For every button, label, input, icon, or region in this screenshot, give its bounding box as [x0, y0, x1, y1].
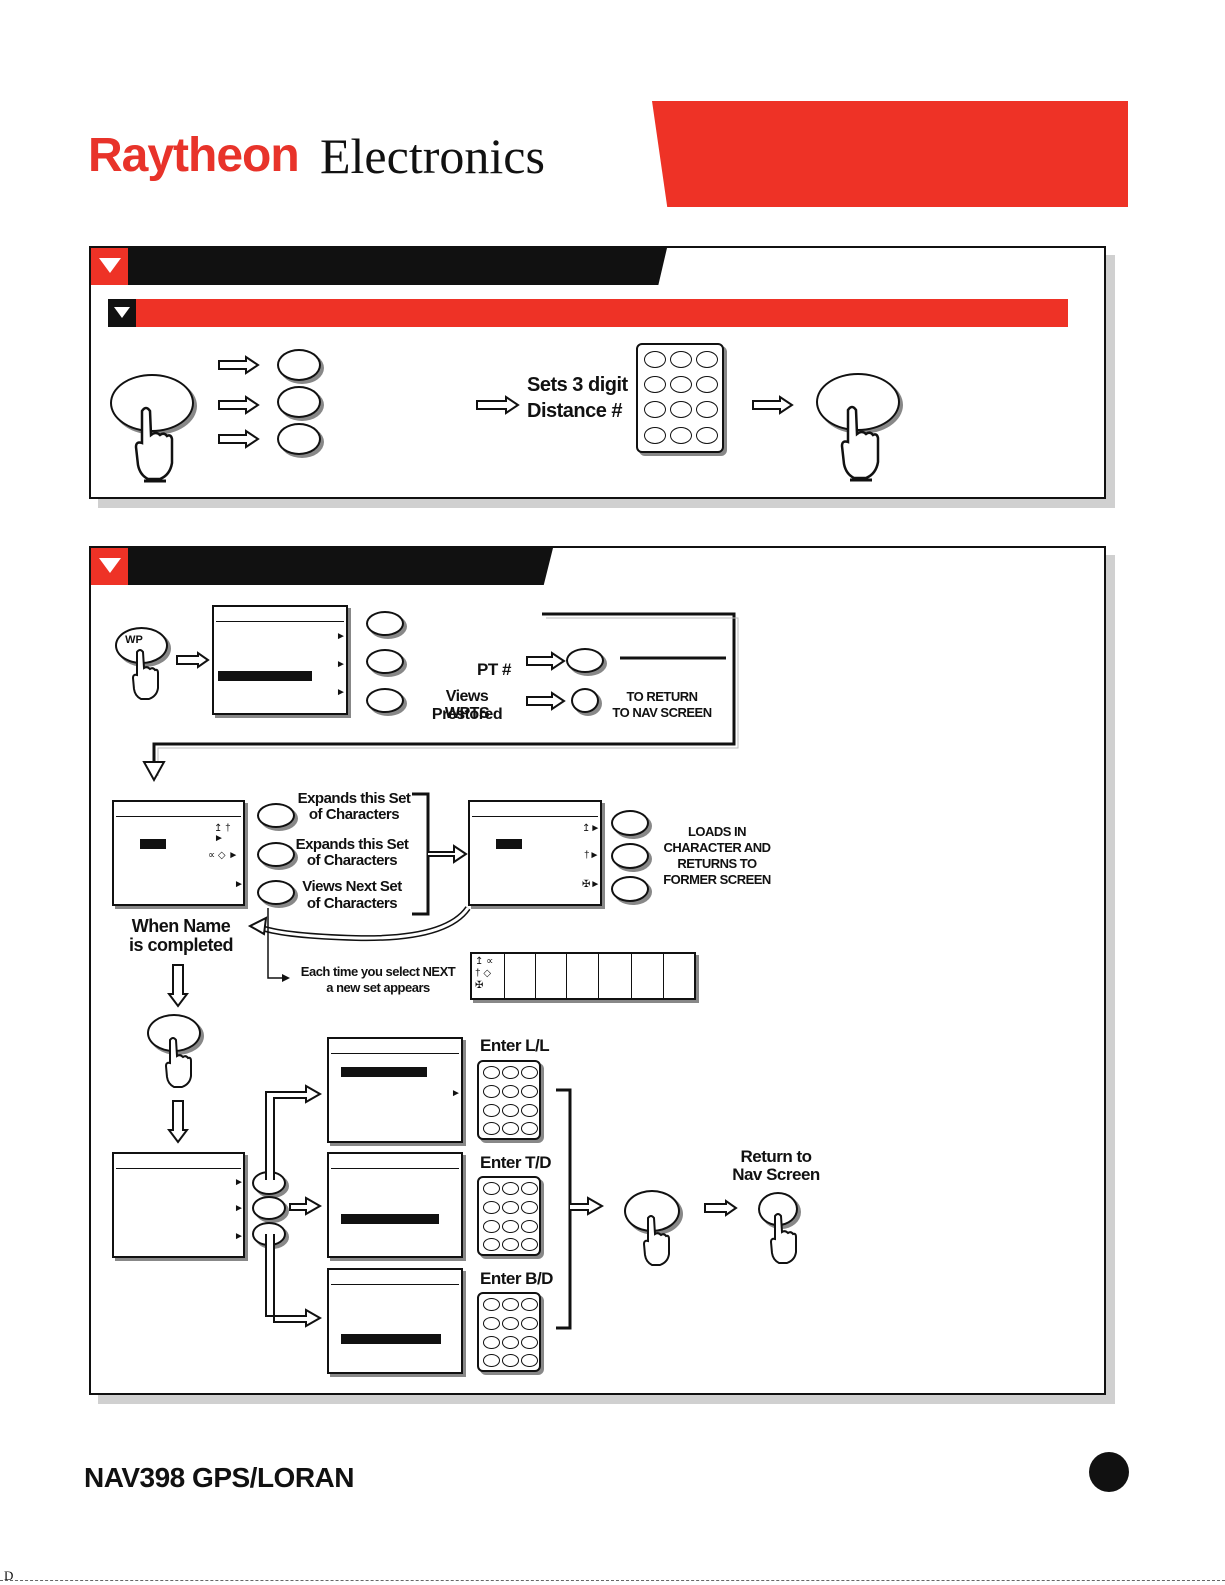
- each-time-line1: Each time you select NEXT: [300, 964, 456, 979]
- brand-logo-raytheon: Raytheon: [88, 129, 300, 182]
- flow-connector: [556, 1088, 605, 1330]
- curved-return-arrow: [247, 906, 471, 942]
- views-prestored-line1: Views Prestored: [431, 688, 503, 723]
- pointing-hand-icon: [164, 1037, 192, 1088]
- nav-key[interactable]: [758, 1192, 798, 1226]
- distance-label-line1: Sets 3 digit: [527, 374, 628, 396]
- soft-key-a[interactable]: [366, 611, 404, 636]
- expands2-line2: of Characters: [306, 852, 398, 869]
- flow-connector: [265, 1084, 323, 1328]
- enter-td-label: Enter T/D: [480, 1153, 552, 1172]
- soft-key-1[interactable]: [277, 349, 321, 381]
- corner-letter: D: [4, 1568, 14, 1583]
- section1-subtitle-bar: [108, 299, 1068, 327]
- arrow-right-icon: [704, 1199, 738, 1217]
- views-next-line1: Views Next Set: [302, 878, 402, 895]
- flow-connector: [267, 908, 290, 982]
- to-return-line1: TO RETURN: [626, 689, 698, 704]
- each-time-line2: a new set appears: [326, 980, 430, 995]
- arrow-right-icon: [176, 651, 210, 669]
- char-next-key[interactable]: [257, 880, 295, 905]
- menu-key-left[interactable]: [110, 374, 194, 432]
- numeric-keypad[interactable]: [477, 1060, 541, 1140]
- when-name-line1: When Name: [131, 916, 231, 936]
- pt-key[interactable]: [566, 648, 604, 673]
- arrow-down-icon: [167, 1100, 189, 1144]
- section2-title-bar: [91, 548, 553, 585]
- enter-ll-label: Enter L/L: [480, 1036, 550, 1055]
- section1-title-bar: [91, 248, 667, 285]
- position-type-screen: ► ► ►: [112, 1152, 245, 1258]
- arrow-right-icon: [526, 691, 566, 711]
- views-prestored-key[interactable]: [571, 688, 599, 713]
- arrow-down-icon: [167, 964, 189, 1008]
- numeric-keypad[interactable]: [477, 1292, 541, 1372]
- character-entry-screen: ↥ † ► ∝ ◇ ► ►: [112, 800, 245, 906]
- bottom-rule: [0, 1580, 1225, 1581]
- pt-number-label: PT #: [477, 660, 511, 679]
- loads-line3: RETURNS TO: [677, 856, 757, 871]
- return-nav-line1: Return to: [740, 1147, 812, 1166]
- section2-triangle-icon: [91, 548, 128, 585]
- arrow-right-icon: [476, 395, 520, 415]
- soft-key-c[interactable]: [366, 688, 404, 713]
- pointing-hand-icon: [840, 405, 880, 482]
- pointing-hand-icon: [134, 406, 174, 483]
- pointing-hand-icon: [131, 649, 159, 700]
- char-soft-key-2[interactable]: [257, 842, 295, 867]
- wp-key-label: WP: [125, 634, 143, 646]
- section1-triangle-icon: [91, 248, 128, 285]
- loads-line1: LOADS IN: [687, 824, 747, 839]
- arrow-right-icon: [218, 429, 260, 449]
- arrow-right-icon: [752, 395, 794, 415]
- load-key-1[interactable]: [611, 810, 649, 836]
- expands1-line1: Expands this Set: [297, 790, 411, 807]
- flow-connector: [412, 792, 468, 916]
- char-soft-key-1[interactable]: [257, 803, 295, 828]
- return-nav-line2: Nav Screen: [732, 1165, 820, 1184]
- expands1-line2: of Characters: [308, 806, 400, 823]
- views-next-line2: of Characters: [306, 895, 398, 912]
- header-red-banner: [652, 101, 1128, 207]
- pointing-hand-icon: [769, 1213, 797, 1264]
- pointing-hand-icon: [642, 1215, 670, 1266]
- section1-sub-triangle-icon: [108, 299, 136, 327]
- enter-bd-label: Enter B/D: [480, 1269, 553, 1288]
- soft-key-3[interactable]: [277, 423, 321, 455]
- views-prestored-line2: WPTS: [444, 705, 490, 722]
- td-screen: [327, 1152, 463, 1258]
- character-set-strip: ↥ ∝† ◇✠: [470, 952, 696, 1000]
- soft-key-2[interactable]: [277, 386, 321, 418]
- character-expanded-screen: ↥► †► ✠►: [468, 800, 602, 906]
- brand-logo-electronics: Electronics: [320, 128, 545, 184]
- arrow-right-icon: [218, 355, 260, 375]
- latlon-screen: ►: [327, 1037, 463, 1143]
- soft-key-b[interactable]: [366, 649, 404, 674]
- when-name-line2: is completed: [128, 935, 234, 955]
- waypoint-menu-screen: ► ► ►: [212, 605, 348, 715]
- td-select-key[interactable]: [252, 1196, 286, 1220]
- page-number-dot: [1089, 1452, 1129, 1492]
- to-return-line2: TO NAV SCREEN: [612, 705, 712, 720]
- expands2-line1: Expands this Set: [295, 836, 409, 853]
- numeric-keypad[interactable]: [477, 1176, 541, 1256]
- arrow-right-icon: [526, 651, 566, 671]
- loads-line4: FORMER SCREEN: [663, 872, 771, 887]
- load-key-3[interactable]: [611, 876, 649, 902]
- section1-panel: [89, 246, 1106, 499]
- distance-label-line2: Distance #: [527, 400, 623, 422]
- loads-line2: CHARACTER AND: [663, 840, 771, 855]
- flow-connector: [142, 612, 739, 783]
- load-key-2[interactable]: [611, 843, 649, 869]
- numeric-keypad[interactable]: [636, 343, 724, 453]
- arrow-right-icon: [218, 395, 260, 415]
- footer-product-title: NAV398 GPS/LORAN: [84, 1462, 355, 1493]
- bd-screen: [327, 1268, 463, 1374]
